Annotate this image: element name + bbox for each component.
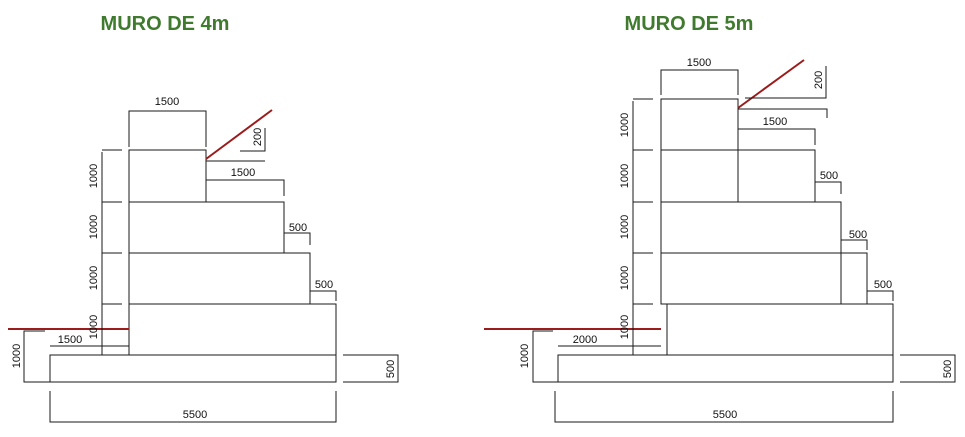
wall-5m-setback-3-label: 500 [849, 229, 867, 241]
wall-4m-slope-dim [240, 128, 266, 152]
wall-5m-top-width-label: 1500 [687, 57, 711, 69]
wall-5m-block-1 [660, 98, 739, 151]
wall-4m-course-3-label: 1000 [88, 266, 100, 290]
wall-5m-setback-2-dim [815, 181, 842, 194]
wall-4m-slab-label: 500 [385, 360, 397, 378]
wall-4m-setback-2-dim [284, 232, 311, 245]
wall-4m-base-offset-label: 1500 [58, 334, 82, 346]
wall-5m-footing-dim [532, 330, 558, 383]
wall-4m-setback-2-label: 500 [289, 222, 307, 234]
wall-5m-setback-1-dim-a [738, 108, 828, 118]
wall-4m-slope-line [205, 109, 273, 160]
wall-5m-setback-4-dim [867, 290, 894, 301]
wall-5m-slab [557, 354, 894, 383]
wall-4m-setback-3-label: 500 [315, 279, 333, 291]
wall-5m-slab-label: 500 [942, 360, 954, 378]
wall-4m-top-width-dim [128, 110, 207, 147]
wall-5m-course-1-label: 1000 [619, 113, 631, 137]
wall-4m-block-2 [128, 201, 285, 254]
wall-5m-block-4 [660, 252, 868, 305]
wall-4m-base-width-label: 5500 [183, 409, 207, 421]
wall-4m-slope-label: 200 [252, 128, 264, 146]
wall-5m-setback-3-dim [841, 239, 868, 250]
wall-5m-base-width-label: 5500 [713, 409, 737, 421]
wall-5m-block-3 [660, 201, 842, 254]
wall-5m-setback-1-dim [738, 128, 816, 145]
wall-5m-diagram: MURO DE 5m 1500 200 1500 500 500 500 [484, 13, 956, 423]
wall-5m-slope-line [737, 59, 805, 109]
wall-4m-slab [49, 354, 337, 383]
wall-5m-course-5-label: 1000 [619, 315, 631, 339]
wall-5m-title: MURO DE 5m [625, 13, 754, 35]
wall-5m-top-width-dim [660, 69, 739, 95]
wall-5m-setback-1-label: 1500 [763, 116, 787, 128]
wall-4m-top-width-label: 1500 [155, 96, 179, 108]
wall-5m-course-4-label: 1000 [619, 266, 631, 290]
wall-4m-diagram: MURO DE 4m 1500 200 1500 500 500 1000 10… [8, 13, 399, 423]
wall-5m-slope-dim [745, 66, 827, 99]
wall-5m-base-offset-label: 2000 [573, 334, 597, 346]
wall-4m-setback-1-dim [206, 179, 285, 196]
wall-5m-slab-dim [900, 354, 956, 383]
wall-4m-course-4-label: 1000 [88, 315, 100, 339]
wall-4m-block-4 [128, 303, 337, 356]
wall-5m-setback-4-label: 500 [874, 279, 892, 291]
wall-4m-course-1-label: 1000 [88, 164, 100, 188]
wall-5m-footing-label: 1000 [519, 344, 531, 368]
wall-5m-setback-2-label: 500 [820, 170, 838, 182]
wall-5m-slope-label: 200 [813, 71, 825, 89]
wall-5m-block-5 [666, 303, 894, 356]
wall-4m-setback-3-dim [310, 290, 337, 301]
wall-5m-course-3-label: 1000 [619, 215, 631, 239]
wall-4m-block-3 [128, 252, 311, 305]
wall-5m-base-width-dim [554, 391, 894, 423]
wall-4m-block-1 [128, 149, 207, 203]
wall-4m-slab-dim [343, 354, 399, 383]
wall-4m-title: MURO DE 4m [101, 13, 230, 35]
wall-4m-setback-1-label: 1500 [231, 167, 255, 179]
wall-5m-course-2-label: 1000 [619, 164, 631, 188]
wall-4m-footing-dim [23, 330, 50, 383]
wall-4m-course-2-label: 1000 [88, 215, 100, 239]
wall-4m-footing-label: 1000 [11, 344, 23, 368]
wall-4m-base-width-dim [49, 391, 337, 423]
